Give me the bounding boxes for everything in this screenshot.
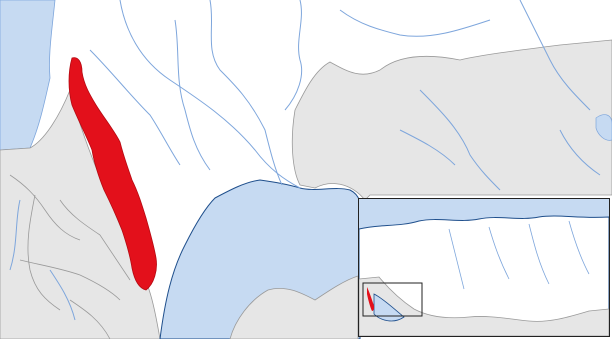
inset-map [358,198,610,337]
inset-rivers [448,220,590,290]
lake-northeast [595,114,612,141]
west-internal-borders [9,174,131,339]
inset-locator-box [362,282,423,317]
mountain-range-highlight [68,57,157,291]
east-land-neutral [291,39,612,201]
inset-highlight [367,287,375,311]
west-sea [0,0,56,151]
rivers [9,0,601,321]
inset-land-neutral [359,276,609,336]
inset-map-canvas [359,199,609,336]
south-land-neutral [229,275,359,339]
inset-sea-south [373,293,405,322]
